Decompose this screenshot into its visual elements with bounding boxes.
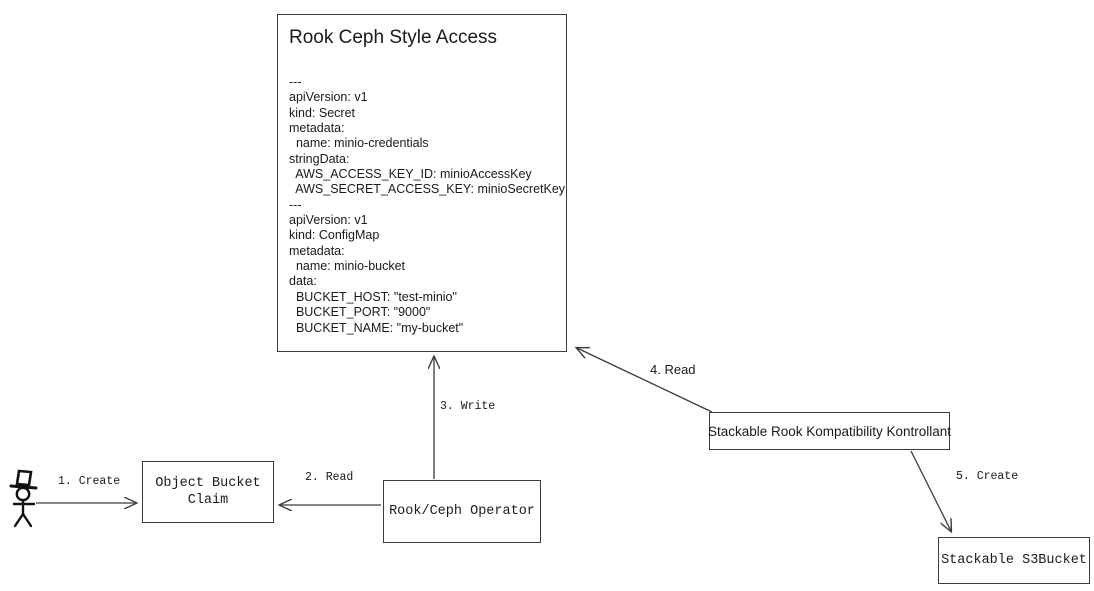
edge-label-5-create: 5. Create: [956, 470, 1019, 483]
edge-label-1-create: 1. Create: [58, 475, 121, 488]
node-yaml-content: --- apiVersion: v1 kind: Secret metadata…: [289, 75, 566, 335]
node-rook-ceph-operator[interactable]: Rook/Ceph Operator: [383, 480, 541, 543]
node-stackable-s3bucket[interactable]: Stackable S3Bucket: [938, 537, 1090, 584]
node-stackable-rook-kompatibility-kontrollant[interactable]: Stackable Rook Kompatibility Kontrollant: [708, 412, 951, 450]
node-object-bucket-claim[interactable]: Object Bucket Claim: [142, 461, 274, 523]
node-rook-ceph-style-access[interactable]: Rook Ceph Style Access --- apiVersion: v…: [277, 14, 567, 352]
edge-4-read: [577, 348, 713, 413]
edge-label-4-read: 4. Read: [650, 362, 696, 377]
edge-label-2-read: 2. Read: [305, 471, 354, 484]
edge-5-create: [910, 450, 951, 531]
node-title: Rook Ceph Style Access: [289, 27, 498, 48]
edge-label-3-write: 3. Write: [440, 400, 496, 413]
stick-figure-user-icon: [9, 469, 38, 528]
